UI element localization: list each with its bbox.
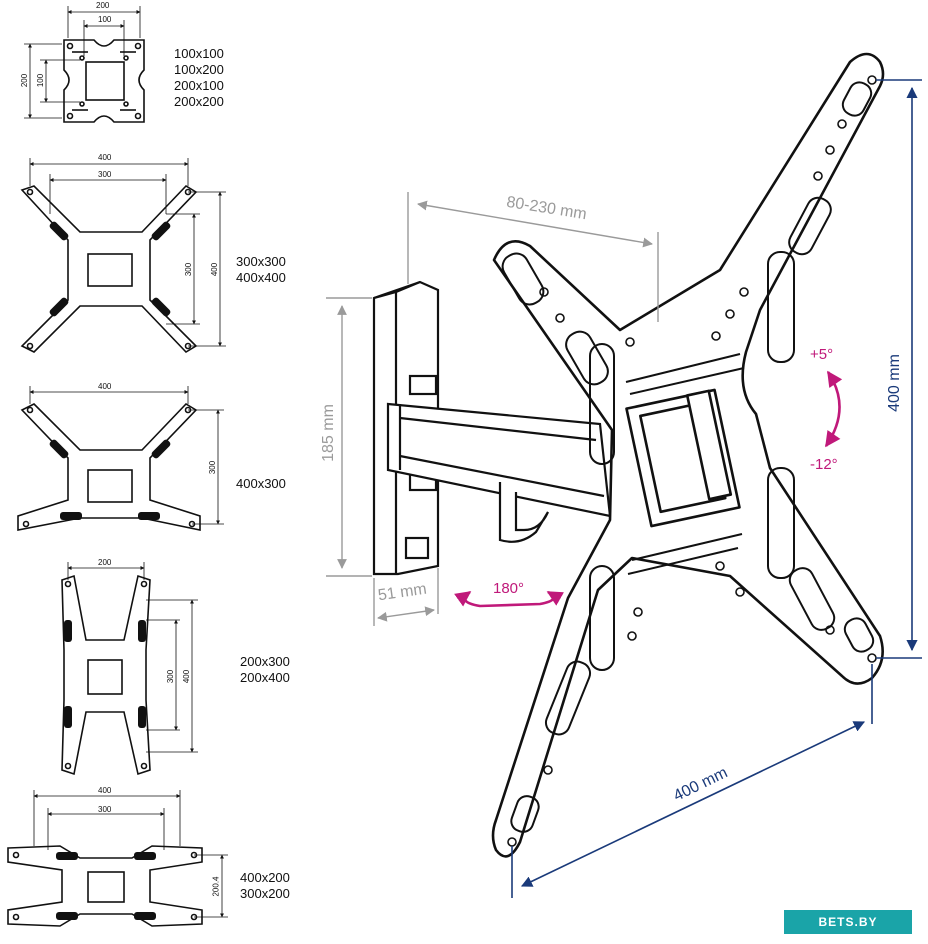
v4-top-outer: 200 (98, 558, 112, 567)
vesa-height-label: 400 mm (885, 354, 903, 412)
v4-right-outer: 400 (182, 669, 192, 684)
plate-variant-4 (61, 562, 198, 776)
v3-right-inner: 300 (208, 460, 218, 475)
tv-plate-slots (501, 81, 875, 833)
variant-4-sizes: 200x300 200x400 (240, 654, 290, 685)
tv-plate-holes (507, 75, 877, 847)
swivel-label: 180° (493, 580, 525, 597)
tilt-down-label: -12° (810, 456, 838, 473)
v2-right-inner: 300 (184, 262, 194, 277)
v2-right-outer: 400 (210, 262, 220, 277)
v3-top-outer: 400 (98, 382, 112, 391)
v5-top-inner: 300 (98, 805, 112, 814)
blue-dimensions (511, 79, 922, 898)
v1-left-outer: 200 (20, 73, 30, 88)
variant-3-sizes: 400x300 (236, 476, 286, 491)
wall-height-label: 185 mm (319, 404, 337, 462)
variant-1-sizes: 100x100 100x200 200x100 200x200 (174, 46, 224, 109)
variant-2-sizes: 300x300 400x400 (236, 254, 286, 285)
rotation-arrows (454, 370, 843, 608)
plate-variant-1 (24, 6, 145, 123)
v1-left-inner: 100 (36, 73, 46, 88)
v2-top-inner: 300 (98, 170, 112, 179)
v1-top-inner: 100 (98, 15, 112, 24)
tilt-up-label: +5° (810, 346, 834, 363)
v2-top-outer: 400 (98, 153, 112, 162)
v5-right-inner: 200.4 (211, 876, 221, 897)
tv-plate (491, 52, 885, 858)
v4-right-inner: 300 (166, 669, 176, 684)
brand-badge: BETS.BY (784, 910, 912, 934)
v1-top-outer: 200 (96, 1, 110, 10)
plate-variant-5 (7, 790, 228, 927)
plate-variant-2 (20, 158, 226, 354)
plate-variant-3 (17, 386, 224, 531)
gray-dimensions (326, 192, 659, 626)
v5-top-outer: 400 (98, 786, 112, 795)
variant-5-sizes: 400x200 300x200 (240, 870, 290, 901)
